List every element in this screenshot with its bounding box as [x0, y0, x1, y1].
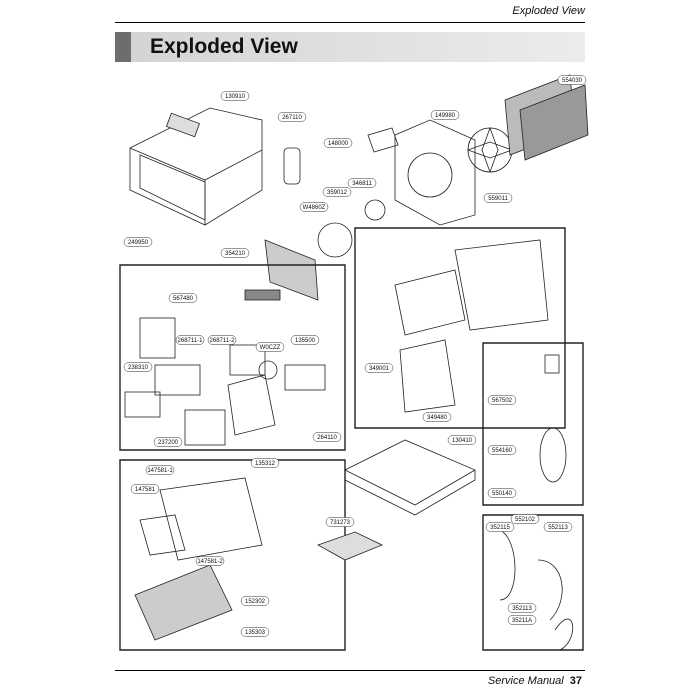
svg-text:238310: 238310: [128, 365, 149, 371]
part-label: 359012: [322, 187, 352, 197]
part-label: 552113: [543, 522, 573, 532]
svg-text:352113: 352113: [512, 606, 532, 612]
svg-text:731273: 731273: [330, 520, 351, 526]
svg-text:130910: 130910: [225, 94, 246, 100]
part-label: 731273: [325, 517, 355, 527]
part-label: 554160: [487, 445, 517, 455]
svg-text:359012: 359012: [327, 190, 348, 196]
part-label: 349480: [422, 412, 452, 422]
part-label: 352113: [507, 603, 537, 613]
svg-text:352115: 352115: [490, 525, 510, 531]
part-label: 149980: [430, 110, 460, 120]
svg-text:35211A: 35211A: [512, 618, 532, 624]
svg-text:135500: 135500: [295, 338, 316, 344]
svg-text:249950: 249950: [128, 240, 149, 246]
blower: [317, 222, 353, 258]
svg-text:554030: 554030: [562, 78, 583, 84]
part-label: 354210: [220, 248, 250, 258]
page-title: Exploded View: [150, 35, 298, 58]
svg-text:W0CZZ: W0CZZ: [260, 345, 281, 351]
piping-section-border: [482, 514, 584, 651]
svg-text:135303: 135303: [245, 630, 266, 636]
svg-text:147581-1: 147581-1: [147, 468, 173, 474]
svg-text:147581-2: 147581-2: [197, 559, 223, 565]
part-label: 152302: [240, 596, 270, 606]
title-bar: Exploded View: [115, 32, 585, 62]
compressor: [539, 427, 567, 483]
part-label: 147581: [130, 484, 160, 494]
part-label: 238310: [123, 362, 153, 372]
part-label: 267110: [277, 112, 307, 122]
part-label: 249950: [123, 237, 153, 247]
remote-controller: [283, 147, 301, 185]
svg-text:552102: 552102: [515, 517, 536, 523]
part-label: 554030: [557, 75, 587, 85]
part-label: 147581-2: [195, 556, 225, 566]
footer-rule: [115, 670, 585, 671]
part-label: 135312: [250, 458, 280, 468]
svg-text:264110: 264110: [317, 435, 337, 441]
page-number: 37: [569, 675, 582, 687]
svg-text:W4860Z: W4860Z: [303, 205, 326, 211]
svg-text:349001: 349001: [369, 366, 390, 372]
svg-text:147581: 147581: [135, 487, 156, 493]
part-label: 567502: [487, 395, 517, 405]
running-header: Exploded View: [512, 5, 585, 17]
part-label: 237200: [153, 437, 183, 447]
cabinet-drawing: [129, 107, 263, 226]
svg-text:130410: 130410: [452, 438, 473, 444]
air-guide-section-border: [354, 227, 566, 429]
part-label: 147581-1: [145, 465, 175, 475]
header-rule: [115, 22, 585, 23]
part-label: 550140: [487, 488, 517, 498]
part-label: 135303: [240, 627, 270, 637]
svg-text:135312: 135312: [255, 461, 276, 467]
part-label: 559011: [483, 193, 513, 203]
svg-text:152302: 152302: [245, 599, 266, 605]
part-label: 268711-2: [207, 335, 237, 345]
packing-carton: [317, 531, 383, 561]
footer-label: Service Manual: [487, 675, 564, 687]
part-label: 148000: [323, 138, 353, 148]
compressor-section-border: [482, 342, 584, 506]
part-label: W4860Z: [299, 202, 329, 212]
part-label: 552102: [510, 514, 540, 524]
svg-text:550140: 550140: [492, 491, 513, 497]
base-pan: [344, 439, 476, 506]
page-footer: Service Manual 37: [488, 675, 582, 687]
electrical-section-border: [119, 264, 346, 451]
part-label: 349001: [364, 363, 394, 373]
svg-text:554160: 554160: [492, 448, 513, 454]
part-labels: 130910 267110 149980 554030 148000 34681…: [123, 75, 587, 637]
part-label: 567480: [168, 293, 198, 303]
svg-text:552113: 552113: [548, 525, 568, 531]
part-label: 264110: [312, 432, 342, 442]
svg-text:149980: 149980: [435, 113, 456, 119]
part-label: 35211A: [507, 615, 537, 625]
svg-text:268711-2: 268711-2: [210, 338, 236, 344]
svg-text:346811: 346811: [352, 181, 372, 187]
part-label: 352115: [485, 522, 515, 532]
svg-text:567502: 567502: [492, 398, 513, 404]
part-label: 130910: [220, 91, 250, 101]
svg-text:559011: 559011: [488, 196, 508, 202]
svg-text:237200: 237200: [158, 440, 179, 446]
part-label: 346811: [347, 178, 377, 188]
evaporator: [264, 239, 319, 301]
svg-text:354210: 354210: [225, 251, 246, 257]
svg-text:267110: 267110: [282, 115, 302, 121]
svg-text:349480: 349480: [427, 415, 448, 421]
svg-text:148000: 148000: [328, 141, 349, 147]
svg-text:268711-1: 268711-1: [178, 338, 204, 344]
part-label: 135500: [290, 335, 320, 345]
part-label: W0CZZ: [255, 342, 285, 352]
svg-text:567480: 567480: [173, 296, 194, 302]
motor: [364, 199, 386, 221]
part-label: 268711-1: [175, 335, 205, 345]
part-label: 130410: [447, 435, 477, 445]
